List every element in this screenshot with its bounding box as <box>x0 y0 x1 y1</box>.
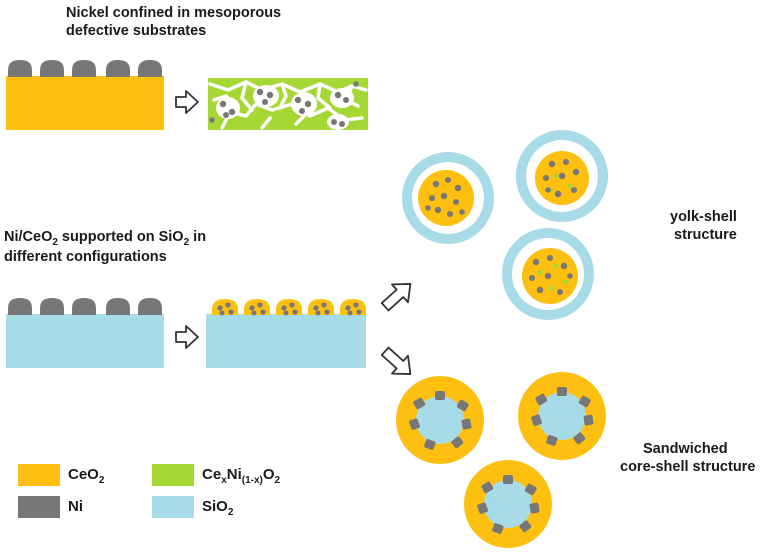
yolk-shell-sphere <box>502 228 594 320</box>
mesoporous-substrate <box>208 78 368 130</box>
legend-sio2-label: SiO2 <box>202 498 233 522</box>
mid-title-line2: different configurations <box>4 249 167 265</box>
legend-cexni-label: CexNi(1-x)O2 <box>202 466 280 490</box>
mid-title-line1: Ni/CeO2 supported on SiO2 in <box>4 228 206 252</box>
legend-ni-swatch <box>18 496 60 518</box>
legend-ceo2-sub: 2 <box>98 475 105 486</box>
legend-cexni-o: O <box>262 466 275 483</box>
ni-particle <box>138 60 162 77</box>
arrow-right-icon <box>175 90 199 114</box>
yolk-shell-label-line2: structure <box>674 227 737 243</box>
arrow-right-icon <box>175 325 199 349</box>
sio2-slab <box>6 314 164 368</box>
ni-particle <box>40 60 64 77</box>
legend-cexni-osub: 2 <box>274 475 281 486</box>
yolk-shell-label-line1: yolk-shell <box>670 209 737 225</box>
ni-ceo2-cap <box>276 299 302 316</box>
legend-ni-label: Ni <box>68 498 83 515</box>
legend-cexni-ce: Ce <box>202 466 222 483</box>
legend-ceo2-base: CeO <box>68 466 99 483</box>
top-title-line1: Nickel confined in mesoporous <box>66 5 282 21</box>
legend-cexni-ni: Ni <box>226 466 242 483</box>
yolk-shell-sphere <box>516 130 608 222</box>
ni-ceo2-cap <box>340 299 366 316</box>
core-shell-sphere <box>396 376 484 464</box>
yolk-shell-sphere <box>402 152 494 244</box>
top-title-line2: defective substrates <box>66 23 207 39</box>
mid-title-prefix: Ni/CeO <box>4 229 53 245</box>
sio2-slab-with-ni-ceo2 <box>206 299 366 368</box>
mid-title-sub2: 2 <box>183 237 190 248</box>
ceo2-slab-with-ni <box>6 60 164 130</box>
ni-ceo2-cap <box>212 299 238 316</box>
ni-ceo2-cap <box>308 299 334 316</box>
ni-particle <box>106 60 130 77</box>
legend-cexni-x: x <box>221 475 227 486</box>
legend-sio2-base: SiO <box>202 498 228 515</box>
arrow-down-right-icon <box>380 346 412 375</box>
mid-title-sub1: 2 <box>52 237 58 248</box>
legend-sio2-swatch <box>152 496 194 518</box>
legend-ceo2-label: CeO2 <box>68 466 104 490</box>
sandwiched-label-line2: core-shell structure <box>620 459 756 475</box>
legend-ceo2-swatch <box>18 464 60 486</box>
sio2-slab-with-ni <box>6 298 164 368</box>
ni-particle <box>72 60 96 77</box>
mid-title-mid: supported on SiO <box>57 229 184 245</box>
core-shell-sphere <box>518 372 606 460</box>
mid-title-suffix: in <box>189 229 207 245</box>
legend-sio2-sub: 2 <box>227 507 234 518</box>
legend-cexni-swatch <box>152 464 194 486</box>
ni-ceo2-cap <box>244 299 270 316</box>
ceo2-slab <box>6 76 164 130</box>
arrow-up-right-icon <box>380 283 412 312</box>
ni-particle <box>8 60 32 77</box>
core-shell-sphere <box>464 460 552 548</box>
legend-cexni-sub: (1-x) <box>241 475 263 486</box>
sandwiched-label-line1: Sandwiched <box>643 441 728 457</box>
